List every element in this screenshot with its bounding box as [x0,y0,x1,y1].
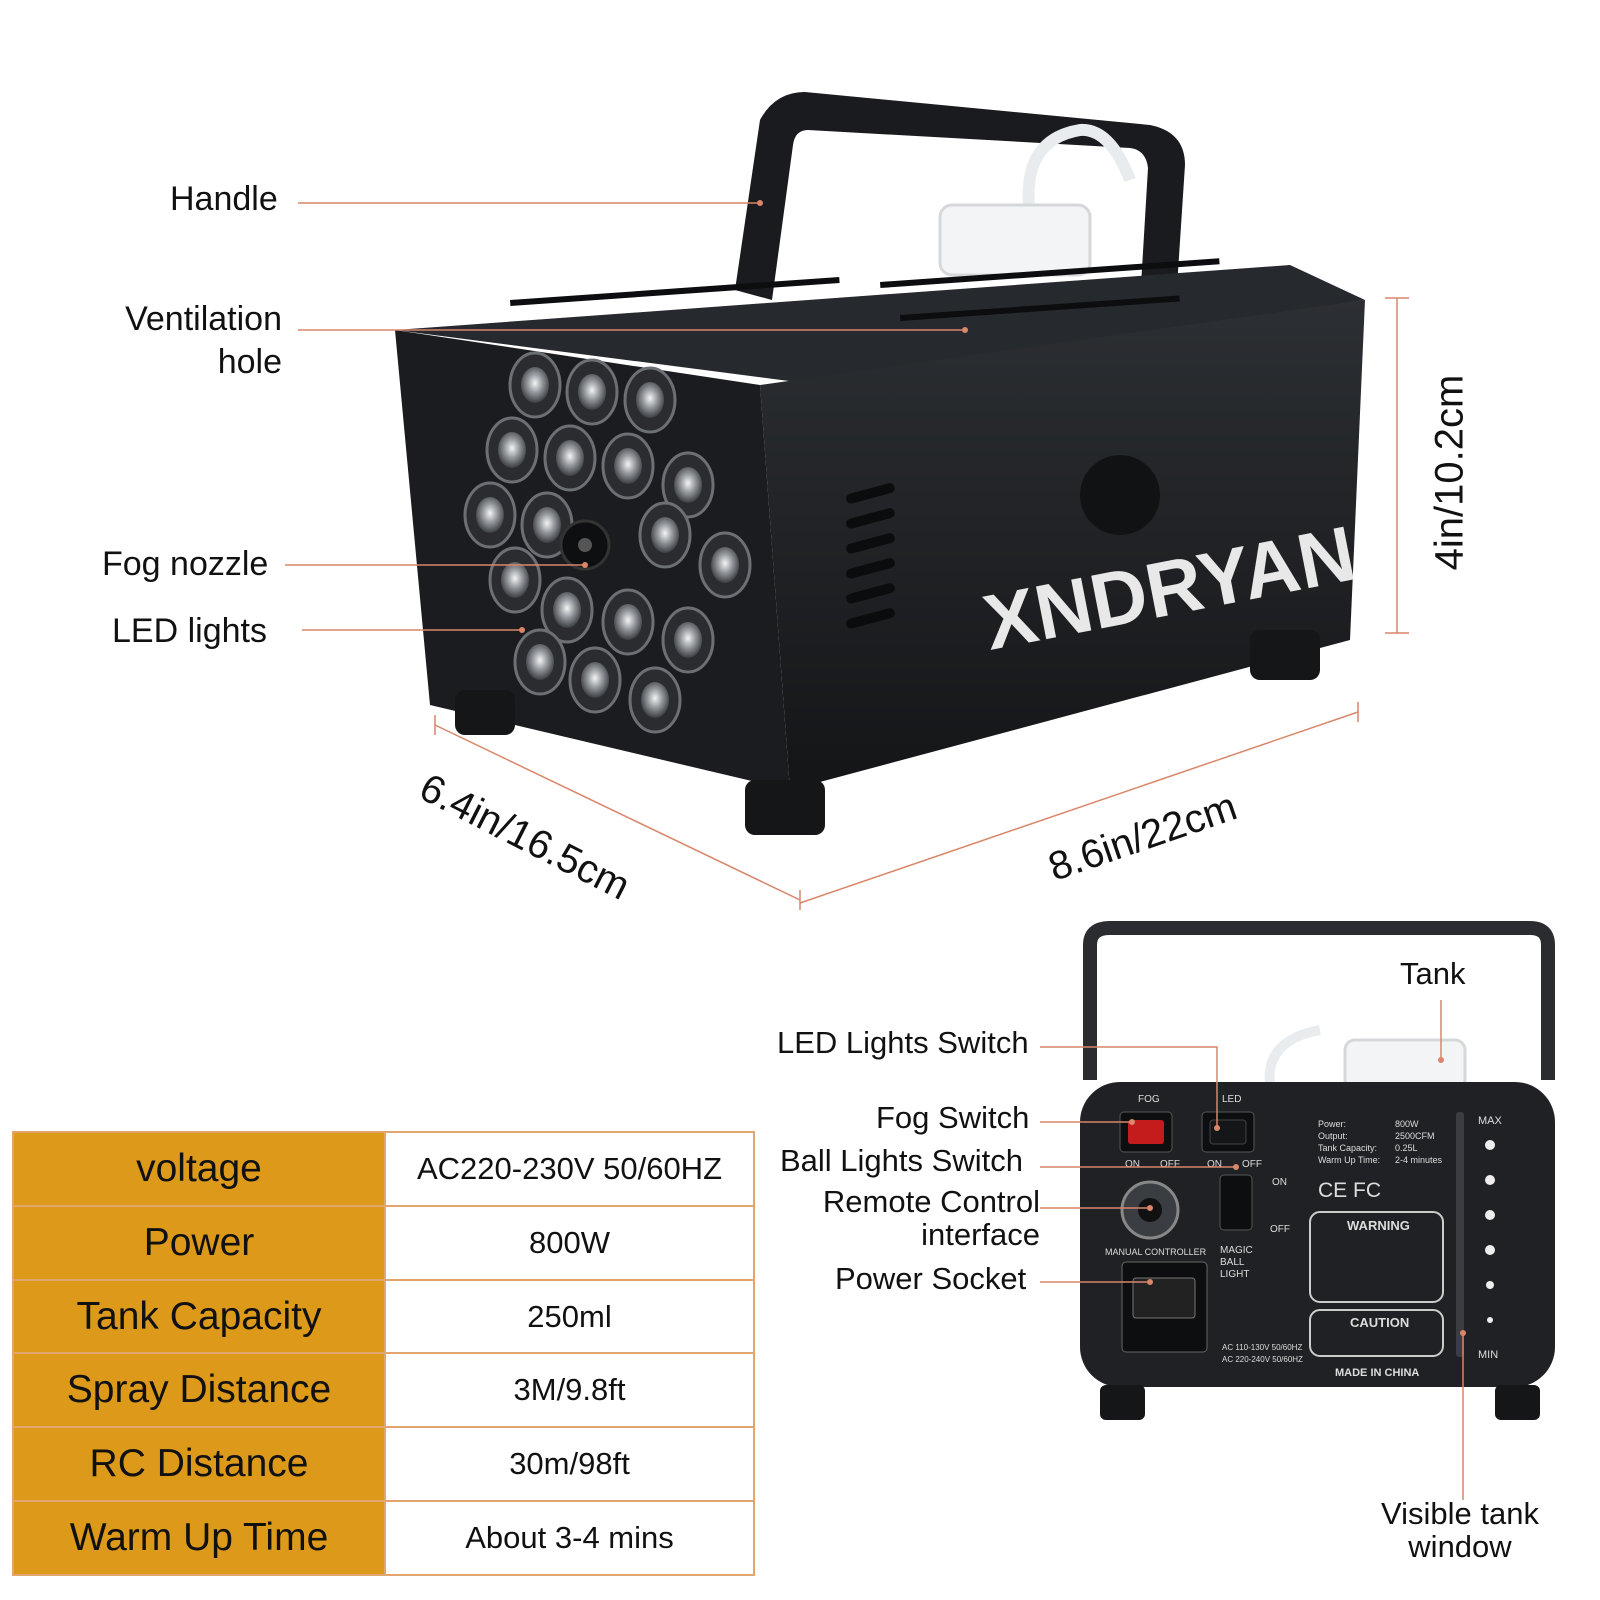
table-row: RC Distance 30m/98ft [12,1426,755,1503]
spec-value: About 3-4 mins [384,1500,755,1576]
led-lens-core [476,497,504,533]
spec-value: 250ml [384,1278,755,1355]
visible-tank-window [1456,1112,1464,1357]
svg-text:AC 220-240V 50/60HZ: AC 220-240V 50/60HZ [1222,1355,1303,1364]
svg-text:MAGIC: MAGIC [1220,1245,1253,1256]
svg-text:CAUTION: CAUTION [1350,1315,1409,1330]
led-lens-core [651,517,679,553]
label-ventilation-line1: Ventilation [125,300,282,338]
ball-lights-switch [1219,1174,1253,1231]
label-visible-tank-window: Visible tank window [1375,1496,1545,1564]
svg-text:OFF: OFF [1270,1224,1290,1235]
label-tank: Tank [1400,956,1466,991]
label-ventilation-hole: Ventilation hole [112,298,282,383]
label-fog-nozzle: Fog nozzle [102,545,269,583]
table-row: voltage AC220-230V 50/60HZ [12,1131,755,1207]
svg-text:2500CFM: 2500CFM [1395,1131,1435,1141]
rear-machine: FOG LED ON OFF ON OFF MANUAL CONTROLLER … [1080,921,1555,1420]
svg-text:LED: LED [1222,1094,1241,1105]
leader-lines [285,202,1464,1500]
label-power-socket: Power Socket [835,1261,1027,1296]
svg-text:800W: 800W [1395,1119,1419,1129]
svg-text:Power:: Power: [1318,1119,1346,1129]
spec-value: 3M/9.8ft [384,1352,755,1429]
spec-label: Power [12,1204,386,1281]
led-lens-core [674,622,702,658]
led-lens-core [501,562,529,598]
label-ventilation-line2: hole [217,342,282,381]
spec-value: AC220-230V 50/60HZ [384,1131,755,1207]
svg-text:AC 110-130V 50/60HZ: AC 110-130V 50/60HZ [1222,1343,1302,1352]
label-fog-switch: Fog Switch [876,1100,1030,1135]
svg-text:FOG: FOG [1138,1094,1160,1105]
svg-text:OFF: OFF [1242,1159,1262,1170]
svg-text:Tank Capacity:: Tank Capacity: [1318,1143,1377,1153]
svg-text:MIN: MIN [1478,1349,1498,1361]
svg-text:0.25L: 0.25L [1395,1143,1418,1153]
spec-value: 800W [384,1204,755,1281]
table-row: Warm Up Time About 3-4 mins [12,1500,755,1576]
svg-text:WARNING: WARNING [1347,1218,1410,1233]
table-row: Power 800W [12,1204,755,1281]
label-remote-control-interface: Remote Control interface [818,1184,1040,1252]
spec-label: RC Distance [12,1426,386,1503]
svg-text:CE FC: CE FC [1318,1179,1381,1202]
table-row: Spray Distance 3M/9.8ft [12,1352,755,1429]
spec-value: 30m/98ft [384,1426,755,1503]
led-lens-core [498,432,526,468]
label-handle: Handle [170,180,278,218]
spec-label: Tank Capacity [12,1278,386,1355]
spec-table: voltage AC220-230V 50/60HZ Power 800W Ta… [12,1131,755,1576]
led-lens-core [521,367,549,403]
tank-cap [938,203,1092,277]
svg-text:ON: ON [1272,1177,1287,1188]
front-machine: XNDRYAN [395,92,1365,835]
spec-label: voltage [12,1131,386,1207]
svg-text:BALL: BALL [1220,1257,1245,1268]
label-led-lights-switch: LED Lights Switch [777,1025,1029,1060]
dim-height: 4in/10.2cm [1427,374,1472,571]
label-led-lights: LED lights [112,612,267,650]
label-visible-tank-line2: window [1408,1528,1512,1564]
svg-text:ON: ON [1125,1159,1140,1170]
led-lens-core [533,507,561,543]
led-lens-core [674,467,702,503]
led-lens-core [614,448,642,484]
svg-text:Warm Up Time:: Warm Up Time: [1318,1155,1380,1165]
label-visible-tank-line1: Visible tank [1381,1496,1539,1531]
label-ball-lights-switch: Ball Lights Switch [780,1143,1023,1178]
led-lens-core [556,440,584,476]
svg-text:MANUAL CONTROLLER: MANUAL CONTROLLER [1105,1247,1207,1257]
label-remote-line2: interface [921,1216,1040,1252]
svg-text:MADE IN CHINA: MADE IN CHINA [1335,1367,1419,1379]
spec-label: Spray Distance [12,1352,386,1429]
led-lens-core [614,604,642,640]
spec-label: Warm Up Time [12,1500,386,1576]
led-lens-core [526,644,554,680]
table-row: Tank Capacity 250ml [12,1278,755,1355]
svg-text:OFF: OFF [1160,1159,1180,1170]
led-lens-core [578,374,606,410]
led-lens-core [553,592,581,628]
svg-text:LIGHT: LIGHT [1220,1269,1249,1280]
label-remote-line1: Remote Control [822,1184,1040,1219]
led-lens-core [636,382,664,418]
svg-text:2-4 minutes: 2-4 minutes [1395,1155,1443,1165]
svg-text:MAX: MAX [1478,1115,1503,1127]
svg-text:ON: ON [1207,1159,1222,1170]
led-lens-core [581,662,609,698]
led-grid [463,351,752,734]
svg-text:Output:: Output: [1318,1131,1348,1141]
led-lens-core [711,547,739,583]
led-lens-core [641,682,669,718]
